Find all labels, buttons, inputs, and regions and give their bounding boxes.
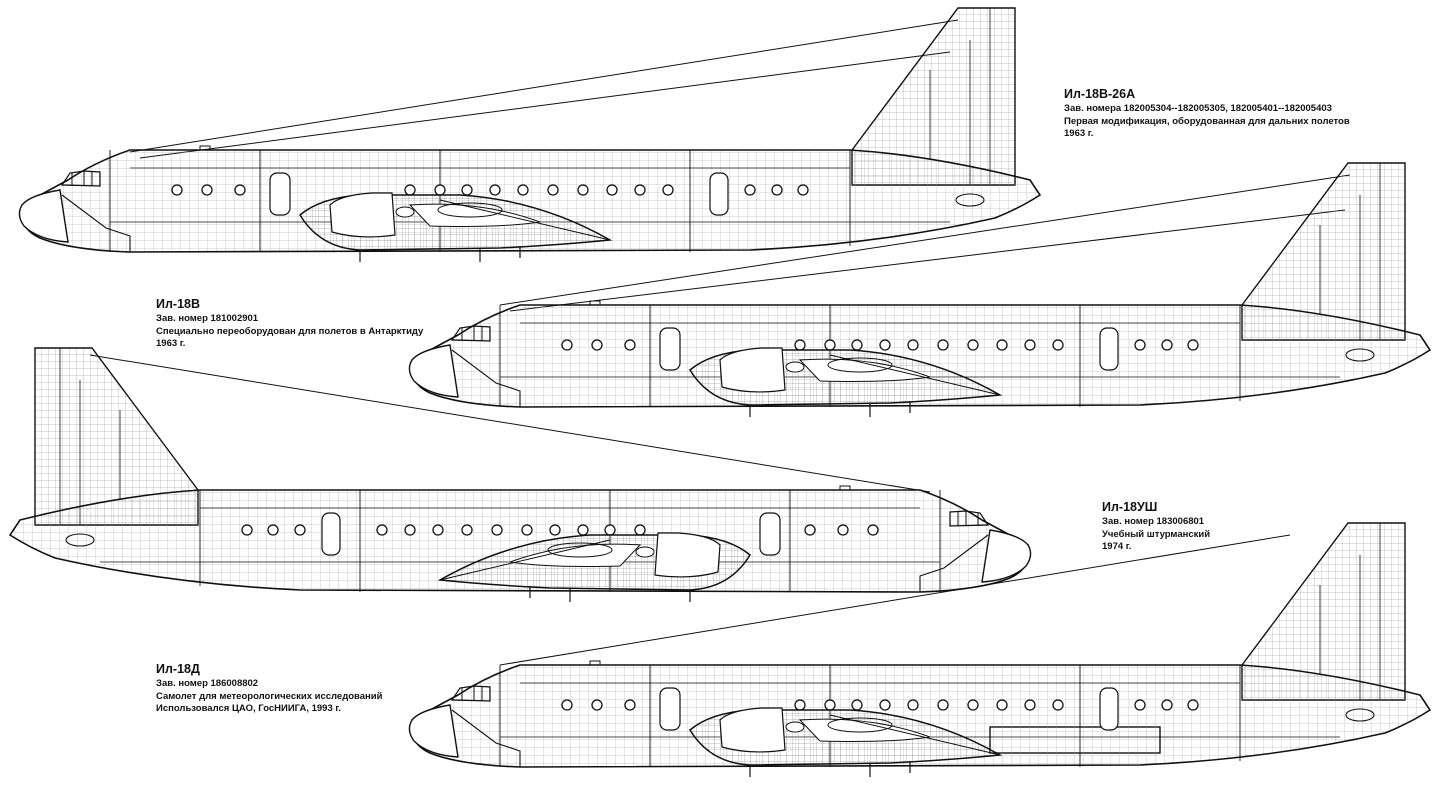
- caption-line: 1974 г.: [1102, 541, 1132, 552]
- caption-title: Ил-18В: [156, 297, 201, 311]
- aircraft-il18v-26a: [18, 7, 1041, 263]
- caption-line: Зав. номер 183006801: [1102, 516, 1205, 527]
- caption-line: 1963 г.: [156, 338, 186, 349]
- caption-title: Ил-18В-26А: [1064, 87, 1136, 101]
- caption-title: Ил-18Д: [156, 662, 200, 676]
- caption-line: 1963 г.: [1064, 128, 1094, 139]
- caption-il18d: Ил-18Д Зав. номер 186008802 Самолет для …: [156, 661, 382, 716]
- aircraft-il18ush: [9, 347, 1032, 603]
- caption-il18v-26a: Ил-18В-26А Зав. номера 182005304--182005…: [1064, 86, 1350, 141]
- caption-line: Специально переоборудован для полетов в …: [156, 325, 424, 337]
- aircraft-il18d: [408, 522, 1431, 778]
- caption-line: Самолет для метеорологических исследован…: [156, 690, 383, 702]
- aircraft-il18v-antarctic: [408, 162, 1431, 418]
- caption-il18ush: Ил-18УШ Зав. номер 183006801 Учебный шту…: [1102, 499, 1210, 554]
- caption-line: Первая модификация, оборудованная для да…: [1064, 115, 1350, 127]
- caption-line: Зав. номер 186008802: [156, 678, 259, 689]
- caption-line: Учебный штурманский: [1102, 528, 1211, 540]
- caption-il18v: Ил-18В Зав. номер 181002901 Специально п…: [156, 296, 423, 351]
- caption-line: Зав. номер 181002901: [156, 313, 259, 324]
- caption-line: Использовался ЦАО, ГосНИИГА, 1993 г.: [156, 703, 342, 714]
- caption-line: Зав. номера 182005304--182005305, 182005…: [1064, 103, 1332, 114]
- caption-title: Ил-18УШ: [1102, 500, 1158, 514]
